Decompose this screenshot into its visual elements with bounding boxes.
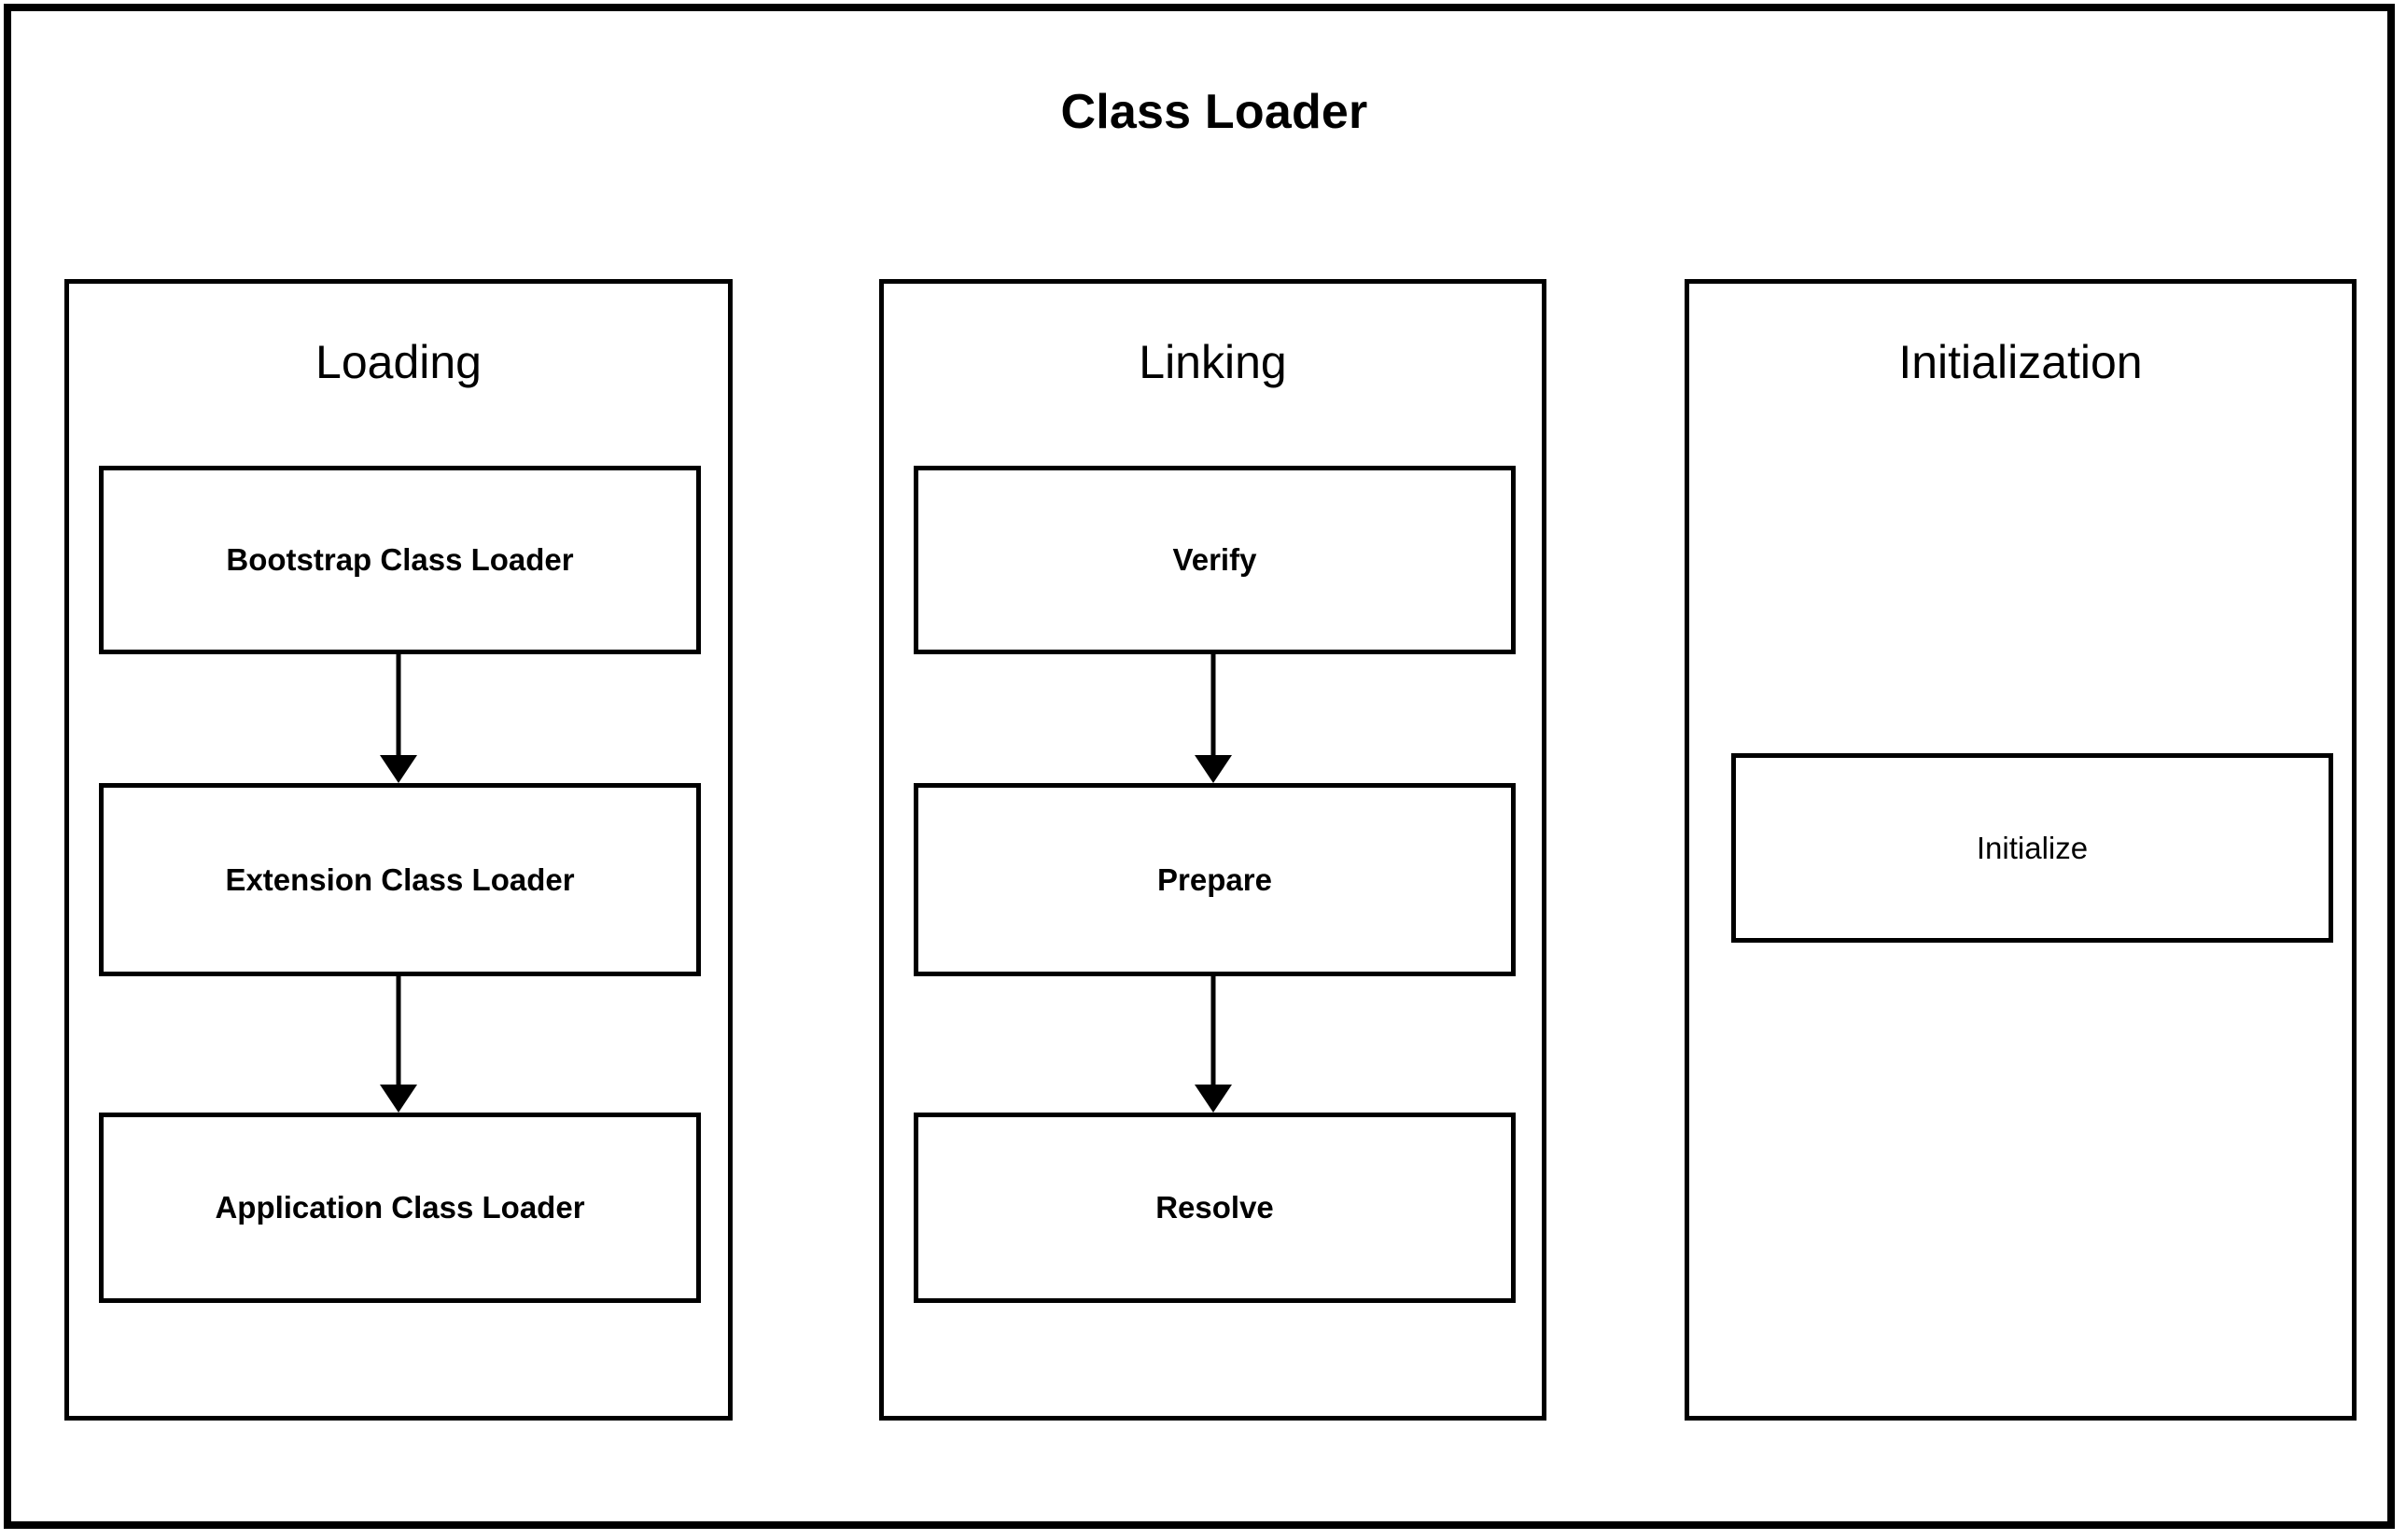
step-label-bootstrap-class-loader: Bootstrap Class Loader [226, 542, 574, 578]
arrow-shaft-icon [396, 654, 401, 757]
step-label-resolve: Resolve [1155, 1190, 1274, 1225]
step-box-application-class-loader[interactable]: Application Class Loader [99, 1113, 701, 1303]
page-title: Class Loader [1060, 85, 1368, 139]
phase-column-loading: Loading Bootstrap Class Loader Extension… [64, 279, 733, 1421]
phase-title-linking: Linking [1139, 336, 1287, 388]
step-box-extension-class-loader[interactable]: Extension Class Loader [99, 783, 701, 976]
step-label-application-class-loader: Application Class Loader [215, 1190, 585, 1225]
arrow-shaft-icon [1210, 976, 1215, 1086]
class-loader-outer-frame: Class Loader Loading Bootstrap Class Loa… [4, 4, 2395, 1529]
step-box-resolve[interactable]: Resolve [914, 1113, 1516, 1303]
phase-title-initialization: Initialization [1898, 336, 2143, 388]
arrow-shaft-icon [396, 976, 401, 1086]
step-label-initialize: Initialize [1976, 830, 2089, 865]
step-label-extension-class-loader: Extension Class Loader [225, 861, 575, 897]
step-box-initialize[interactable]: Initialize [1731, 753, 2333, 943]
step-label-verify: Verify [1172, 542, 1257, 578]
arrow-bootstrap-to-extension [380, 654, 417, 783]
arrow-head-down-icon [380, 1085, 417, 1113]
phase-title-loading: Loading [315, 336, 482, 388]
phase-column-initialization: Initialization Initialize [1685, 279, 2357, 1421]
arrow-verify-to-prepare [1194, 654, 1232, 783]
arrow-head-down-icon [1194, 755, 1232, 783]
arrow-shaft-icon [1210, 654, 1215, 757]
step-box-bootstrap-class-loader[interactable]: Bootstrap Class Loader [99, 466, 701, 654]
step-label-prepare: Prepare [1157, 861, 1272, 897]
arrow-extension-to-application [380, 976, 417, 1113]
step-box-prepare[interactable]: Prepare [914, 783, 1516, 976]
arrow-prepare-to-resolve [1194, 976, 1232, 1113]
arrow-head-down-icon [1194, 1085, 1232, 1113]
phase-column-linking: Linking Verify Prepare Resolve [879, 279, 1546, 1421]
arrow-head-down-icon [380, 755, 417, 783]
step-box-verify[interactable]: Verify [914, 466, 1516, 654]
